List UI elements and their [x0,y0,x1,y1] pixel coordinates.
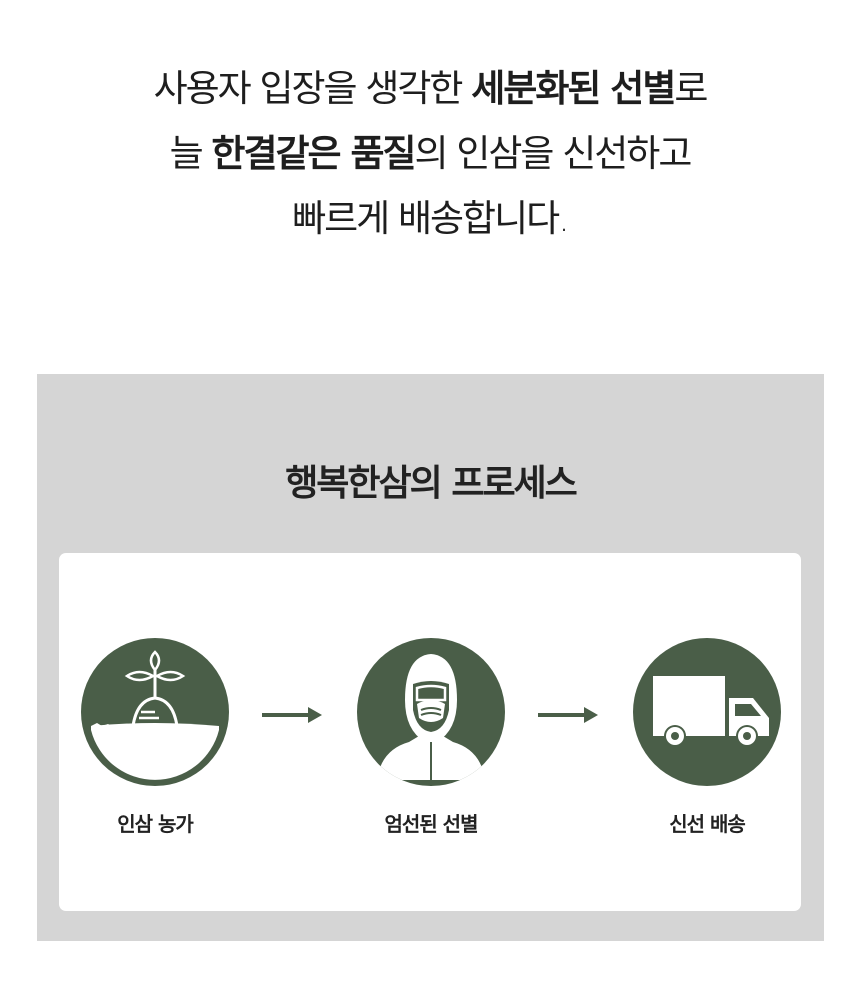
intro-line-3: 빠르게 배송합니다. [292,197,570,240]
arrow-right-icon [262,707,322,723]
ginseng-sprout-icon [81,638,229,786]
delivery-truck-icon [633,638,781,786]
intro-line-2-emphasis: 한결같은 품질 [211,132,416,175]
process-step-selection: 엄선된 선별 [356,638,506,837]
intro-line-1-emphasis: 세분화된 선별 [471,67,676,110]
intro-line-1-suffix: 로 [674,67,708,110]
protective-suit-worker-icon [357,638,505,786]
process-step-label: 인삼 농가 [117,812,194,836]
process-step-label: 신선 배송 [669,812,746,836]
arrow-right-icon [538,707,598,723]
process-step-delivery: 신선 배송 [632,638,782,837]
intro-line-1-regular: 사용자 입장을 생각한 [153,67,472,110]
process-title: 행복한삼의 프로세스 [285,463,578,504]
process-step-farm: 인삼 농가 [80,638,230,837]
process-step-label: 엄선된 선별 [384,812,479,836]
process-panel: 행복한삼의 프로세스 [37,374,824,941]
intro-text: 사용자 입장을 생각한 세분화된 선별로 늘 한결같은 품질의 인삼을 신선하고… [0,70,860,265]
process-card: 인삼 농가 [59,553,801,911]
intro-line-2-suffix: 의 인삼을 신선하고 [414,132,693,175]
intro-line-1: 사용자 입장을 생각한 세분화된 선별로 [0,70,860,107]
intro-line-2: 늘 한결같은 품질의 인삼을 신선하고 [0,135,860,172]
intro-line-2-regular: 늘 [169,132,212,175]
